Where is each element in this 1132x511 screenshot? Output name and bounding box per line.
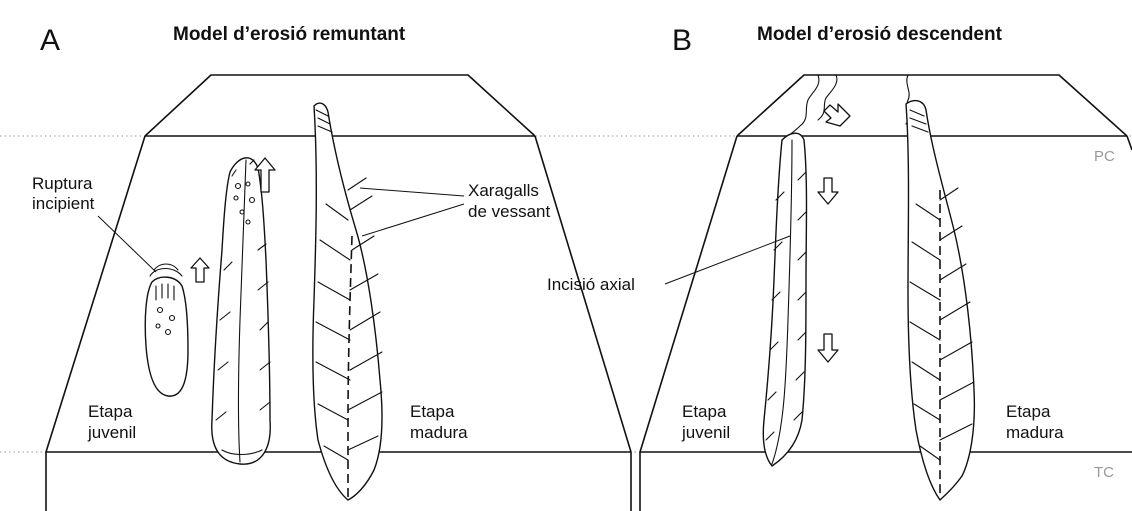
panel-a-juvenile-label-1: Etapa: [88, 402, 133, 421]
panel-b-left-slope: [640, 136, 737, 511]
panel-b-down-arrow-top: [824, 104, 850, 126]
panel-a-letter: A: [40, 24, 60, 57]
panel-b-down-arrow-middle: [818, 178, 838, 204]
panel-b-mature-label-2: madura: [1006, 423, 1064, 442]
panel-b-juvenile-label-2: juvenil: [681, 423, 730, 442]
panel-b-down-arrow-bottom: [818, 334, 838, 362]
panel-a-incipient-rupture: [145, 264, 188, 396]
panel-b-axial-leader: [665, 236, 790, 284]
panel-a-upper-surface: [145, 75, 535, 136]
tc-level-label: TC: [1094, 464, 1114, 481]
panel-b-title: Model d’erosió descendent: [757, 24, 1003, 45]
panel-b-juvenile-gully: [763, 133, 806, 466]
panel-a-mature-label-1: Etapa: [410, 402, 455, 421]
panel-a-rupture-label-2: incipient: [32, 194, 95, 213]
panel-a-rupture-leader: [98, 216, 156, 272]
panel-b: B Model d’erosió descendent: [547, 24, 1132, 511]
panel-a-rupture-label-1: Ruptura: [32, 174, 93, 193]
panel-a-juvenile-gully: [212, 158, 271, 464]
panel-a-gullies-label-2: de vessant: [468, 202, 550, 221]
pc-level-label: PC: [1094, 148, 1115, 165]
panel-b-letter: B: [672, 24, 692, 57]
panel-b-landform: [640, 75, 1132, 511]
panel-b-axial-label: Incisió axial: [547, 275, 635, 294]
panel-a-up-arrow-small: [191, 258, 209, 282]
panel-a-right-slope: [535, 136, 631, 511]
panel-b-juvenile-label-1: Etapa: [682, 402, 727, 421]
panel-b-upper-surface: [737, 75, 1127, 136]
panel-a-gullies-label-1: Xaragalls: [468, 181, 539, 200]
panel-a-gullies-leaders: [360, 188, 464, 236]
panel-b-mature-label-1: Etapa: [1006, 402, 1051, 421]
panel-a: A Model d’erosió remuntant: [32, 24, 631, 511]
panel-a-juvenile-label-2: juvenil: [87, 423, 136, 442]
panel-b-mature-gully: [906, 75, 974, 500]
panel-a-title: Model d’erosió remuntant: [173, 24, 406, 45]
panel-b-right-slope: [1127, 136, 1132, 150]
panel-a-mature-gully: [313, 103, 382, 500]
panel-a-mature-label-2: madura: [410, 423, 468, 442]
